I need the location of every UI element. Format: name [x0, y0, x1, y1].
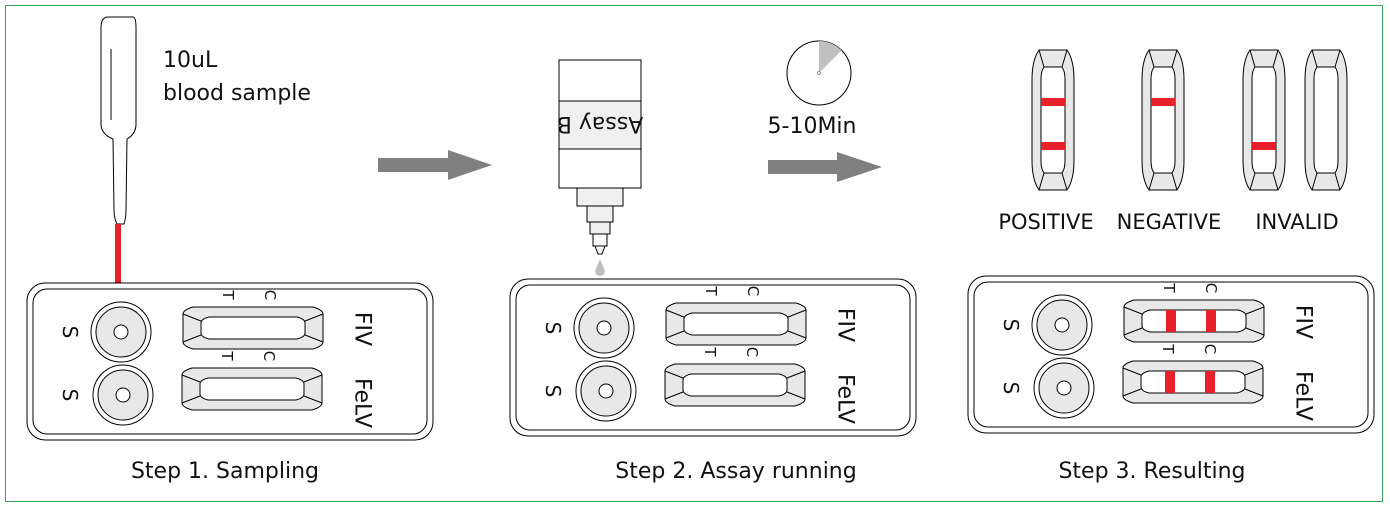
test-line [1252, 142, 1276, 150]
sample-well-label: S [999, 319, 1023, 332]
arrow-right-icon [768, 152, 882, 182]
sample-well-label: S [541, 322, 565, 335]
t-label: T [219, 289, 237, 300]
test-label-felv: FeLV [350, 378, 375, 428]
test-window [1122, 360, 1264, 404]
c-label: C [1201, 344, 1219, 354]
test-device-step-1: S T C S T C FIV FeLV Step 1. Sampling [26, 282, 434, 484]
drop-icon [595, 259, 605, 276]
test-window [1123, 299, 1265, 343]
sample-well-label: S [58, 389, 82, 402]
result-strip [1141, 49, 1185, 191]
control-line [1041, 98, 1065, 106]
step-caption: Step 1. Sampling [131, 459, 319, 484]
test-label-fiv: FIV [1291, 305, 1316, 339]
test-line [1165, 371, 1175, 393]
step-caption: Step 3. Resulting [1058, 459, 1245, 484]
test-label-fiv: FIV [833, 308, 858, 342]
c-label: C [743, 347, 761, 357]
control-line [1205, 371, 1215, 393]
c-label: C [261, 290, 279, 300]
c-label: C [744, 286, 762, 296]
test-line [1041, 142, 1065, 150]
figure-border [5, 5, 1383, 502]
test-window [665, 302, 807, 346]
timer-label: 5-10Min [768, 114, 857, 139]
pipette-sample-label: blood sample [163, 81, 311, 106]
sample-well-label: S [999, 382, 1023, 395]
bottle-label: Assay B [557, 111, 644, 136]
pipette [100, 16, 137, 300]
c-label: C [1202, 283, 1220, 293]
control-line [1206, 310, 1216, 332]
test-device-step-2: S T C S T C FIV FeLV Step 2. Assay running [509, 278, 917, 484]
test-label-felv: FeLV [1291, 371, 1316, 421]
arrow-right-icon [378, 150, 492, 180]
step-caption: Step 2. Assay running [615, 459, 856, 484]
sample-well-label: S [58, 326, 82, 339]
reagent-bottle: Assay B [557, 59, 644, 297]
test-label-felv: FeLV [833, 374, 858, 424]
t-label: T [1160, 282, 1178, 293]
t-label: T [702, 285, 720, 296]
c-label: C [260, 351, 278, 361]
result-strip [1031, 49, 1075, 191]
sample-well-label: S [541, 385, 565, 398]
result-label-positive: POSITIVE [998, 210, 1093, 234]
test-label-fiv: FIV [350, 312, 375, 346]
test-line [1166, 310, 1176, 332]
result-label-negative: NEGATIVE [1117, 210, 1222, 234]
result-strip [1304, 49, 1348, 191]
t-label: T [218, 350, 236, 361]
control-line [1151, 98, 1175, 106]
test-window [182, 306, 324, 350]
test-window [181, 367, 323, 411]
result-strip [1242, 49, 1286, 191]
blood-sample-line [115, 224, 121, 300]
t-label: T [1159, 343, 1177, 354]
t-label: T [701, 346, 719, 357]
timer-icon [786, 40, 852, 106]
result-label-invalid: INVALID [1255, 210, 1338, 234]
test-window [664, 363, 806, 407]
test-device-step-3: S T C S T C FIV FeLV Step 3. Resulting [967, 275, 1375, 484]
pipette-volume-label: 10uL [163, 48, 218, 73]
